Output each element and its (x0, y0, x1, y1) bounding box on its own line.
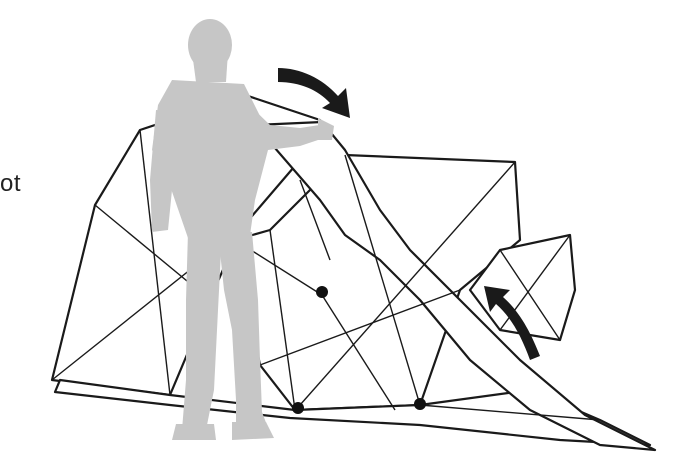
hinge-joint-icon (414, 398, 426, 410)
hinge-joint-icon (316, 286, 328, 298)
hinge-joint-icon (292, 402, 304, 414)
